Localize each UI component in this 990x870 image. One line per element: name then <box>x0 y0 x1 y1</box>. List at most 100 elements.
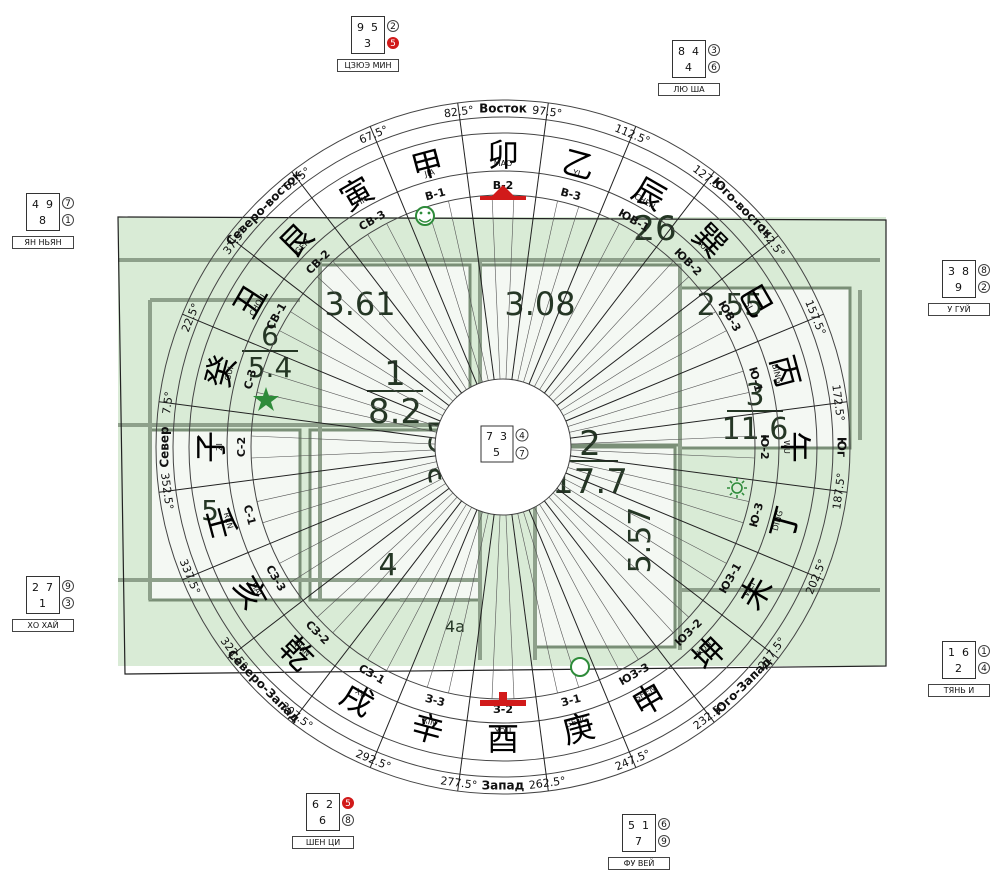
star-b: 2 <box>326 798 333 811</box>
sector-line <box>227 487 450 659</box>
mountain-sector: З-2 <box>493 703 513 716</box>
direction-label: Север <box>158 426 172 468</box>
sub-sector-line <box>552 492 689 618</box>
sub-sector-line <box>563 478 727 564</box>
sub-sector-line <box>534 507 620 671</box>
mountain-sector: З-1 <box>560 692 583 710</box>
degree-label: 7.5° <box>160 391 176 416</box>
mountain-pinyin: YOU <box>494 727 512 736</box>
sub-sector-line <box>256 461 437 502</box>
sub-sector-line <box>279 330 443 416</box>
sub-sector-line <box>491 195 501 380</box>
sector-line <box>570 455 848 493</box>
mountain-pinyin: SI <box>743 300 755 311</box>
sector-line <box>556 487 779 659</box>
degree-label: 277.5° <box>440 774 478 792</box>
room-label-top: 4a <box>445 617 465 636</box>
sector-line <box>511 514 549 792</box>
star-card-label: ШЕН ЦИ <box>292 836 354 849</box>
sub-sector-line <box>367 504 467 660</box>
mountain-pinyin: GUI <box>223 365 235 381</box>
degree-label: 172.5° <box>829 384 847 422</box>
star-d: 6 <box>658 818 670 830</box>
star-b: 1 <box>642 819 649 832</box>
sub-sector-line <box>560 483 716 583</box>
mountain-hanzi: 辛 <box>407 707 448 752</box>
degree-label: 352.5° <box>158 472 176 510</box>
sub-sector-line <box>386 507 472 671</box>
sub-sector-line <box>448 513 489 694</box>
sub-sector-line <box>290 483 446 583</box>
mountain-sector: Ю-1 <box>746 365 765 393</box>
star-b: 7 <box>46 581 53 594</box>
sub-sector-line <box>570 435 755 445</box>
ring <box>155 99 851 795</box>
sub-sector-line <box>505 514 515 699</box>
room-label-bottom: 8.2 <box>368 392 422 432</box>
star-d: 9 <box>62 580 74 592</box>
star-b: 9 <box>46 198 53 211</box>
room-label-top: 2 <box>579 424 601 464</box>
mountain-sector: С-1 <box>241 503 259 526</box>
star-a: 8 <box>678 45 685 58</box>
star-c: 4 <box>685 61 692 74</box>
mountain-hanzi: 子 <box>192 431 230 463</box>
sub-sector-line <box>262 467 439 524</box>
sector-line <box>543 500 715 723</box>
room-label-top: 1 <box>384 354 406 394</box>
star-card-label: ФУ ВЕЙ <box>608 857 670 870</box>
room-label-top: 3 <box>745 378 764 413</box>
sub-sector-line <box>251 449 436 459</box>
mountain-pinyin: WU <box>782 440 791 454</box>
center-star-circle-number: 7 <box>519 450 525 460</box>
sub-sector-line <box>552 276 689 402</box>
star-card-label: ЛЮ ША <box>658 83 720 96</box>
mountain-hanzi: 午 <box>776 431 814 463</box>
sub-sector-line <box>539 504 639 660</box>
mountain-sector: Ю-3 <box>747 501 766 529</box>
room-label: 5.57 <box>623 507 658 574</box>
sub-sector-line <box>332 496 458 633</box>
star-card-label: ХО ХАЙ <box>12 619 74 632</box>
room-label-top: 2.55 <box>697 288 764 323</box>
smile-icon <box>415 206 435 226</box>
mountain-pinyin: ZI <box>215 443 224 451</box>
room-label-top: 26 <box>633 209 676 249</box>
sub-sector-line <box>367 234 467 390</box>
mountain-pinyin: MAO <box>494 159 513 168</box>
sector-line <box>158 401 436 439</box>
sub-sector-line <box>534 223 620 387</box>
sub-sector-line <box>517 200 558 381</box>
star-e: 6 <box>708 61 720 73</box>
sub-sector-line <box>251 435 436 445</box>
sub-sector-line <box>523 206 580 383</box>
mountain-sector: С-2 <box>235 437 248 457</box>
degree-label: 262.5° <box>528 774 566 792</box>
star-e: 2 <box>978 281 990 293</box>
star-d: 3 <box>708 44 720 56</box>
star-a: 1 <box>948 646 955 659</box>
sub-sector-line <box>279 478 443 564</box>
star-card-label: ЦЗЮЭ МИН <box>337 59 399 72</box>
sub-sector-line <box>256 392 437 433</box>
sub-sector-line <box>523 511 580 688</box>
star-a: 9 <box>357 21 364 34</box>
star-e: 8 <box>342 814 354 826</box>
sub-sector-line <box>569 392 750 433</box>
sub-sector-line <box>491 514 501 699</box>
ring <box>226 170 780 724</box>
star-d: 7 <box>62 197 74 209</box>
sector-line <box>528 126 637 385</box>
sector-line <box>182 313 441 422</box>
mountain-pinyin: JIA <box>423 167 437 179</box>
mountain-sector: В-1 <box>424 185 447 203</box>
mountain-sector: В-3 <box>559 185 582 203</box>
center-star-number: 7 <box>486 430 493 443</box>
star-e: 5 <box>387 37 399 49</box>
